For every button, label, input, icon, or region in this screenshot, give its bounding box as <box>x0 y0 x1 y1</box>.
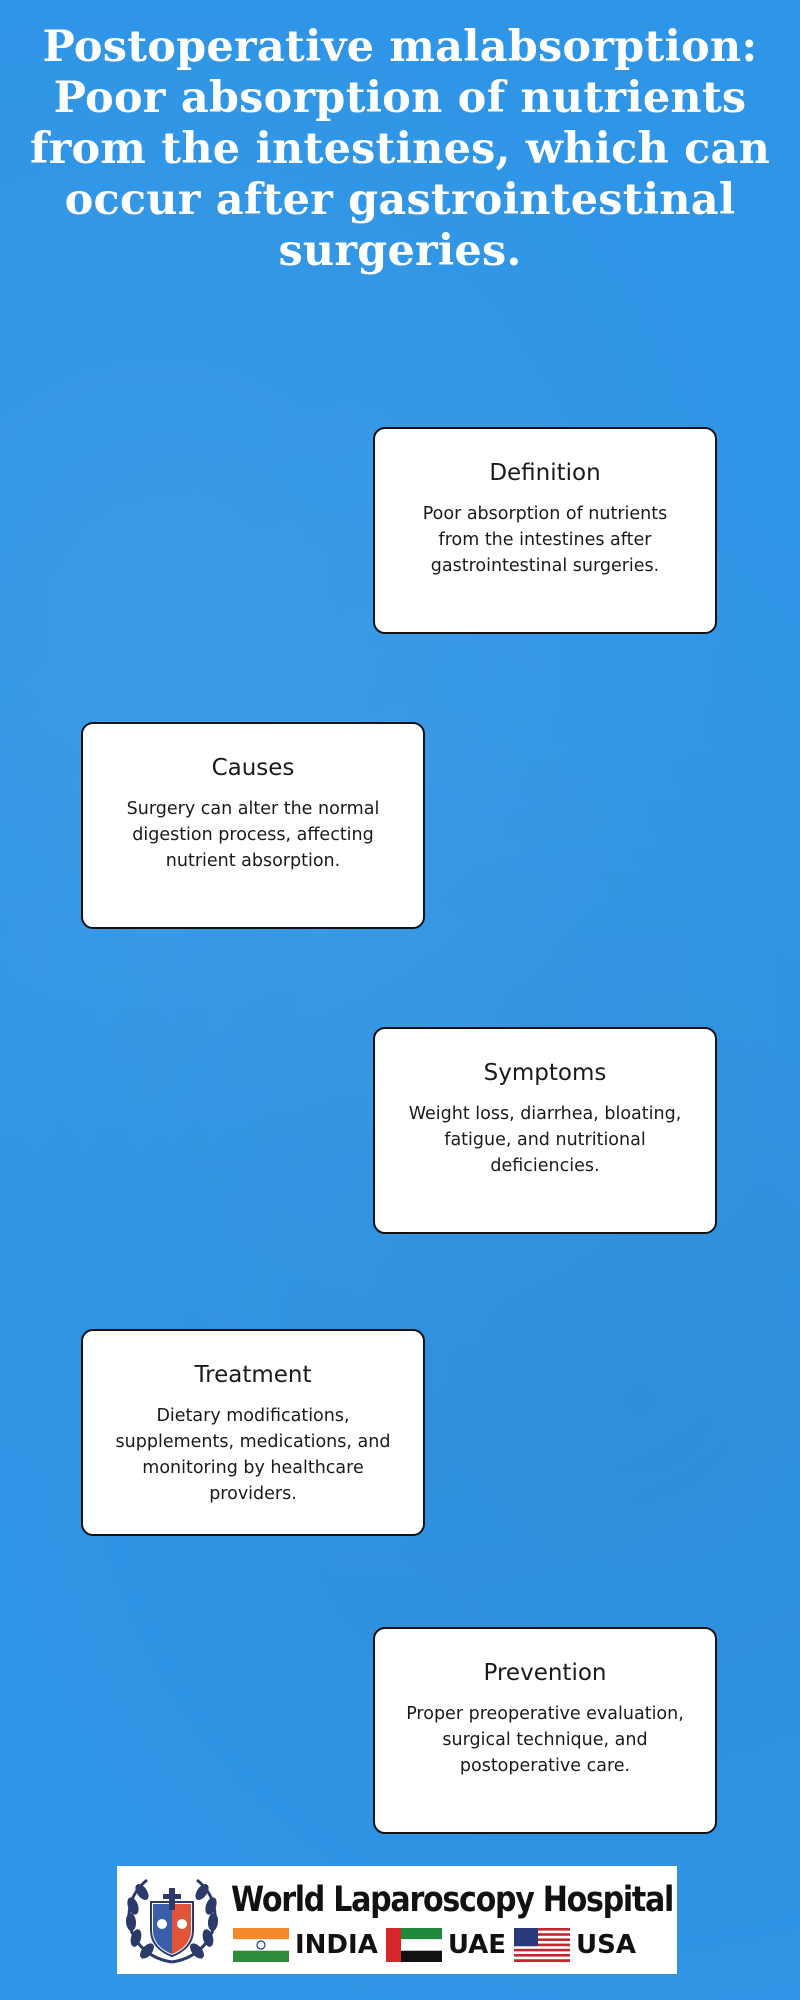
usa-flag-icon <box>514 1928 571 1962</box>
card-symptoms: Symptoms Weight loss, diarrhea, bloating… <box>373 1027 717 1234</box>
card-heading: Definition <box>489 460 601 486</box>
country-usa: USA <box>576 1930 636 1960</box>
card-text: Dietary modifications, supplements, medi… <box>115 1406 391 1504</box>
page-title: Postoperative malabsorption: Poor absorp… <box>29 22 771 276</box>
card-text: Weight loss, diarrhea, bloating, fatigue… <box>408 1104 682 1176</box>
card-text: Poor absorption of nutrients from the in… <box>422 504 668 576</box>
country-list: INDIA UAE USA <box>231 1928 745 1962</box>
card-heading: Symptoms <box>483 1060 607 1086</box>
card-causes: Causes Surgery can alter the normal dige… <box>81 722 425 929</box>
country-uae: UAE <box>447 1930 507 1960</box>
card-text: Proper preoperative evaluation, surgical… <box>406 1704 684 1776</box>
card-prevention: Prevention Proper preoperative evaluatio… <box>373 1627 717 1834</box>
hospital-logo-banner: World Laparoscopy Hospital INDIA UAE <box>117 1866 677 1974</box>
country-india: INDIA <box>295 1930 378 1960</box>
card-text: Surgery can alter the normal digestion p… <box>126 799 380 871</box>
hospital-name: World Laparoscopy Hospital <box>231 1880 674 1920</box>
india-flag-icon <box>233 1928 289 1962</box>
uae-flag-icon <box>385 1928 442 1962</box>
card-heading: Prevention <box>483 1660 607 1686</box>
card-heading: Treatment <box>194 1362 312 1388</box>
hospital-emblem-icon <box>125 1878 219 1964</box>
card-treatment: Treatment Dietary modifications, supplem… <box>81 1329 425 1536</box>
card-definition: Definition Poor absorption of nutrients … <box>373 427 717 634</box>
card-heading: Causes <box>211 755 295 781</box>
